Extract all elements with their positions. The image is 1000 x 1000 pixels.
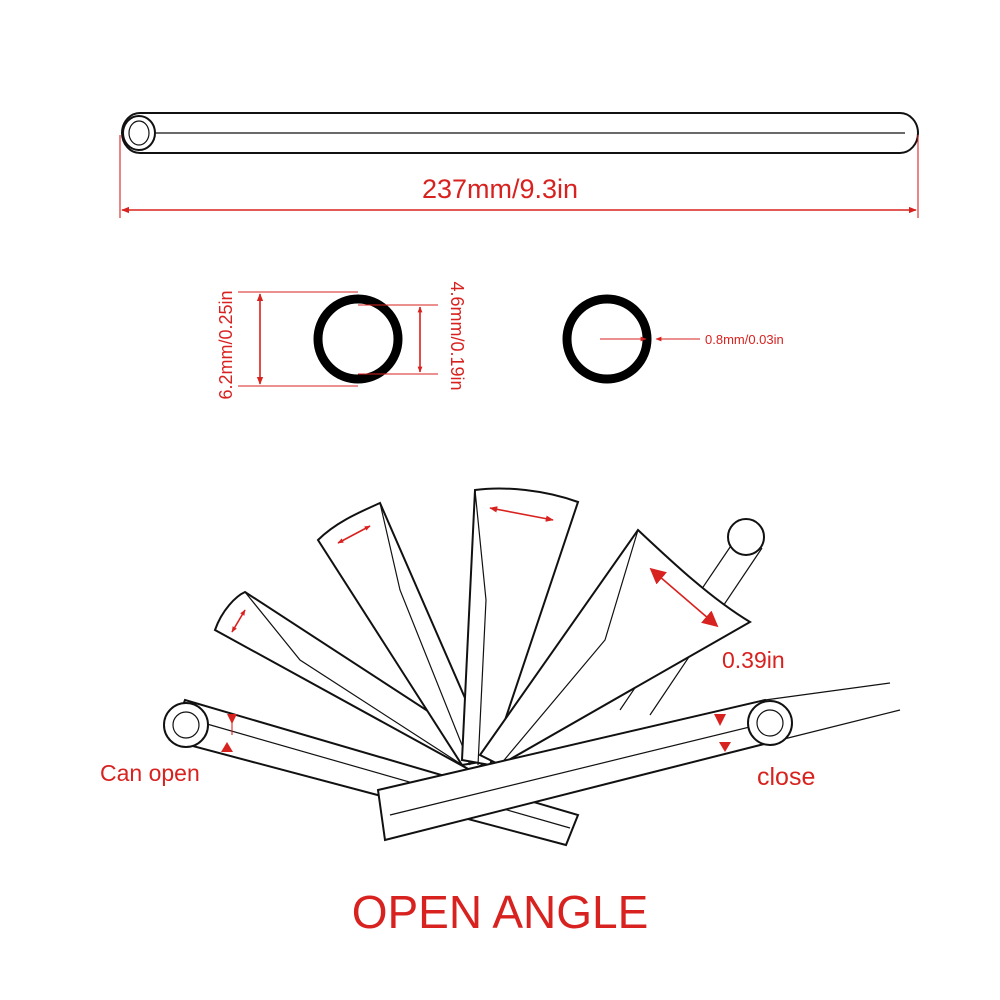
cross-section-wall	[562, 294, 700, 384]
cross-section-diameters	[238, 291, 438, 387]
length-label: 237mm/9.3in	[422, 174, 578, 204]
opening-label: 0.39in	[722, 647, 785, 673]
full-tube	[121, 112, 919, 154]
can-open-label: Can open	[100, 760, 200, 786]
inner-diameter-label: 4.6mm/0.19in	[447, 281, 467, 390]
open-angle-illustration	[163, 487, 901, 847]
footer-title: OPEN ANGLE	[352, 886, 649, 938]
length-dimension	[119, 135, 919, 218]
outer-diameter-label: 6.2mm/0.25in	[216, 290, 236, 399]
wall-thickness-label: 0.8mm/0.03in	[705, 332, 784, 347]
close-label: close	[757, 763, 815, 791]
